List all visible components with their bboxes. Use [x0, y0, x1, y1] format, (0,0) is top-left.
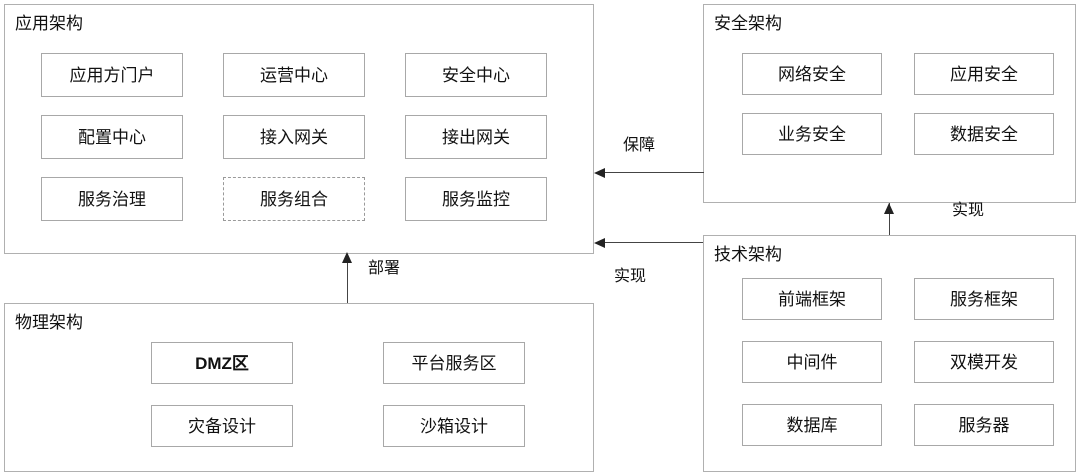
connector-physical-to-application-line — [347, 254, 348, 303]
domain-application-architecture: 应用架构 应用方门户 运营中心 安全中心 配置中心 接入网关 接出网关 服务治理… — [4, 4, 594, 254]
connector-security-to-application-stub — [703, 172, 704, 173]
node-application-portal[interactable]: 应用方门户 — [41, 53, 183, 97]
connector-label-technology-to-security: 实现 — [952, 202, 985, 219]
node-service-governance[interactable]: 服务治理 — [41, 177, 183, 221]
connector-security-to-application-line — [605, 172, 703, 173]
node-business-security[interactable]: 业务安全 — [742, 113, 882, 155]
domain-title-technology: 技术架构 — [714, 245, 782, 264]
domain-title-application: 应用架构 — [15, 14, 83, 33]
node-frontend-framework[interactable]: 前端框架 — [742, 278, 882, 320]
node-disaster-recovery-design[interactable]: 灾备设计 — [151, 405, 293, 447]
node-server[interactable]: 服务器 — [914, 404, 1054, 446]
connector-label-technology-to-application: 实现 — [614, 268, 647, 285]
node-data-security[interactable]: 数据安全 — [914, 113, 1054, 155]
node-egress-gateway[interactable]: 接出网关 — [405, 115, 547, 159]
node-service-monitoring[interactable]: 服务监控 — [405, 177, 547, 221]
node-middleware[interactable]: 中间件 — [742, 341, 882, 383]
node-application-security[interactable]: 应用安全 — [914, 53, 1054, 95]
node-service-composition[interactable]: 服务组合 — [223, 177, 365, 221]
node-platform-service-zone[interactable]: 平台服务区 — [383, 342, 525, 384]
connector-label-physical-to-application: 部署 — [368, 260, 401, 277]
node-config-center[interactable]: 配置中心 — [41, 115, 183, 159]
node-service-framework[interactable]: 服务框架 — [914, 278, 1054, 320]
node-ingress-gateway[interactable]: 接入网关 — [223, 115, 365, 159]
domain-technology-architecture: 技术架构 前端框架 服务框架 中间件 双模开发 数据库 服务器 — [703, 235, 1076, 472]
connector-label-security-to-application: 保障 — [623, 137, 656, 154]
connector-technology-to-application-arrowhead — [594, 238, 605, 248]
node-operation-center[interactable]: 运营中心 — [223, 53, 365, 97]
connector-technology-to-security-arrowhead — [884, 203, 894, 214]
connector-technology-to-application-line — [605, 242, 703, 243]
node-sandbox-design[interactable]: 沙箱设计 — [383, 405, 525, 447]
node-database[interactable]: 数据库 — [742, 404, 882, 446]
node-network-security[interactable]: 网络安全 — [742, 53, 882, 95]
connector-physical-to-application-arrowhead — [342, 252, 352, 263]
domain-title-security: 安全架构 — [714, 14, 782, 33]
domain-physical-architecture: 物理架构 DMZ区 平台服务区 灾备设计 沙箱设计 — [4, 303, 594, 472]
domain-security-architecture: 安全架构 网络安全 应用安全 业务安全 数据安全 — [703, 4, 1076, 203]
connector-technology-to-security-line — [889, 203, 890, 235]
node-dual-mode-development[interactable]: 双模开发 — [914, 341, 1054, 383]
domain-title-physical: 物理架构 — [15, 313, 83, 332]
connector-security-to-application-arrowhead — [594, 168, 605, 178]
node-security-center[interactable]: 安全中心 — [405, 53, 547, 97]
node-dmz-zone[interactable]: DMZ区 — [151, 342, 293, 384]
